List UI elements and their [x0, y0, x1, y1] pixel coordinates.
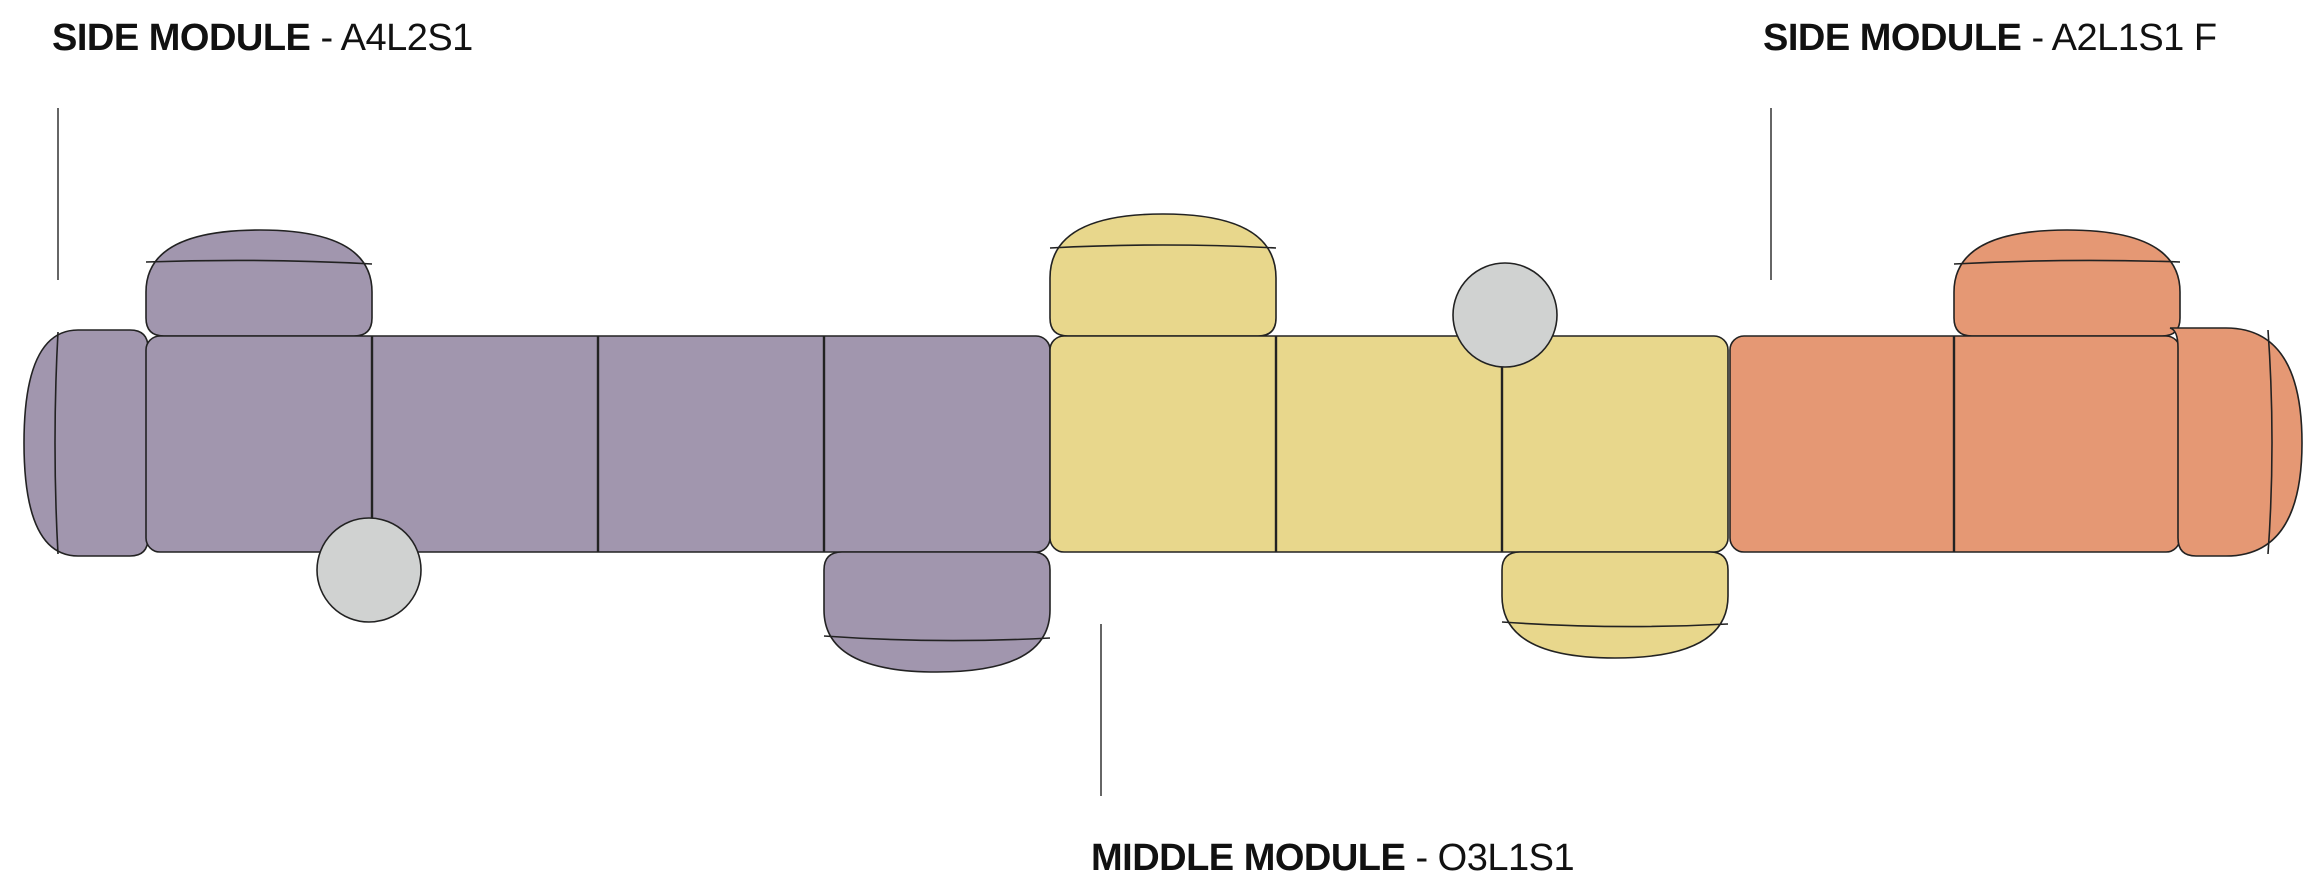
module-code: A4L2S1	[340, 17, 474, 59]
middle-module	[1049, 213, 1729, 659]
back-cushion	[823, 551, 1051, 673]
module-type: MIDDLE MODULE	[1091, 837, 1406, 879]
separator: -	[2031, 17, 2044, 59]
armrest-left-edge	[54, 331, 59, 555]
back-cushion	[1049, 213, 1277, 337]
side-table	[316, 517, 422, 623]
armrest-right	[2169, 327, 2303, 557]
back-cushion-seam	[1953, 259, 2181, 265]
module-code: O3L1S1	[1437, 837, 1575, 879]
back-cushion-seam	[823, 635, 1051, 642]
back-cushion	[145, 229, 373, 337]
back-cushion	[1501, 551, 1729, 659]
side-module-right-label: SIDE MODULE - A2L1S1 F	[1763, 19, 2217, 57]
armrest-right-edge	[2267, 329, 2273, 555]
separator: -	[1415, 837, 1428, 879]
side-module-right	[1729, 229, 2303, 557]
side-module-left-label: SIDE MODULE - A4L2S1	[52, 19, 473, 57]
module-code: A2L1S1 F	[2051, 17, 2218, 59]
module-type: SIDE MODULE	[1763, 17, 2022, 59]
separator: -	[320, 17, 333, 59]
back-cushion-seam	[1501, 621, 1729, 628]
side-module-left	[23, 229, 1051, 673]
armrest-left	[23, 329, 149, 557]
back-cushion-seam	[145, 259, 373, 265]
seat-block	[1049, 335, 1729, 553]
side-table	[1452, 262, 1558, 368]
middle-module-label: MIDDLE MODULE - O3L1S1	[1091, 837, 1575, 879]
back-cushion	[1953, 229, 2181, 337]
back-cushion-seam	[1049, 244, 1277, 249]
module-type: SIDE MODULE	[52, 17, 311, 59]
